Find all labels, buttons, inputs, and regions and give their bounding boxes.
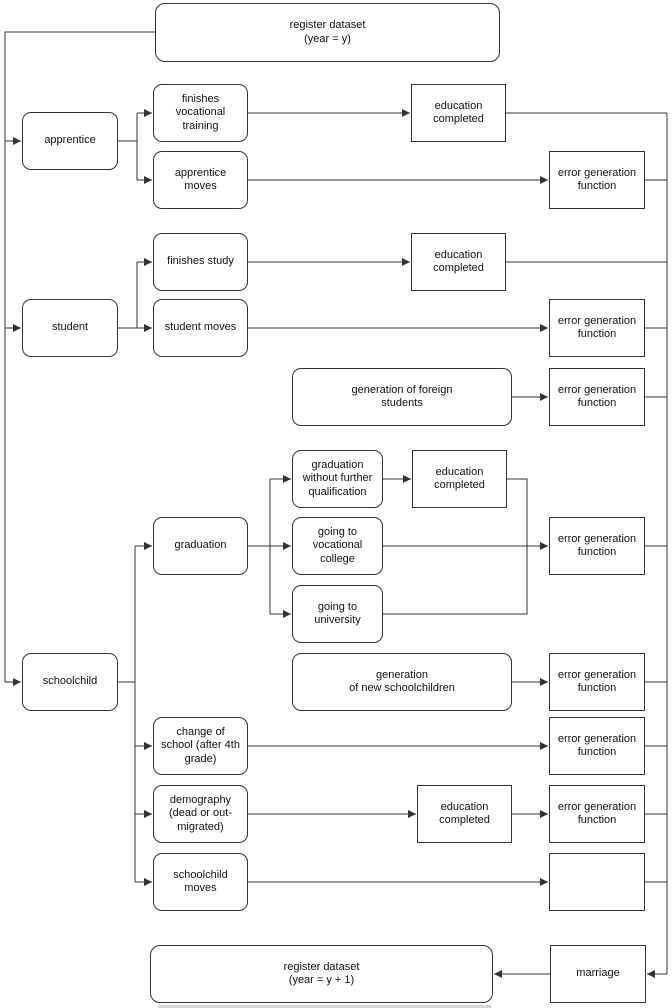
- node-error-generation-function-2: error generation function: [549, 299, 645, 357]
- node-error-generation-function-2-label: error generation function: [557, 314, 637, 341]
- node-finishes-study: finishes study: [153, 233, 248, 291]
- node-register-dataset-year-y-label: register dataset (year = y): [289, 19, 366, 45]
- node-error-generation-function-3: error generation function: [549, 368, 645, 426]
- node-education-completed-3: education completed: [412, 450, 507, 508]
- node-student-moves: student moves: [153, 299, 248, 357]
- node-error-generation-function-6: error generation function: [549, 717, 645, 775]
- node-error-generation-function-7: error generation function: [549, 785, 645, 843]
- node-change-of-school-label: change of school (after 4th grade): [161, 725, 240, 765]
- node-education-completed-1: education completed: [411, 84, 506, 142]
- node-education-completed-4: education completed: [417, 785, 512, 843]
- node-change-of-school: change of school (after 4th grade): [153, 717, 248, 775]
- node-education-completed-2: education completed: [411, 233, 506, 291]
- node-error-generation-function-7-label: error generation function: [557, 800, 637, 827]
- node-marriage: marriage: [550, 945, 646, 1003]
- node-apprentice: apprentice: [22, 112, 118, 170]
- node-error-generation-function-3-label: error generation function: [557, 383, 637, 410]
- node-schoolchild-label: schoolchild: [42, 675, 98, 688]
- node-going-to-university: going to university: [292, 585, 383, 643]
- node-finishes-vocational-training: finishes vocational training: [153, 84, 248, 142]
- node-student-label: student: [51, 321, 89, 334]
- node-finishes-study-label: finishes study: [167, 255, 234, 268]
- node-error-generation-function-1-label: error generation function: [557, 166, 637, 193]
- node-going-to-vocational-college-label: going to vocational college: [312, 525, 363, 565]
- node-graduation: graduation: [153, 517, 248, 575]
- node-graduation-label: graduation: [174, 539, 227, 552]
- node-demography: demography (dead or out- migrated): [153, 785, 248, 843]
- node-apprentice-moves: apprentice moves: [153, 151, 248, 209]
- node-register-dataset-year-y-plus-1: register dataset (year = y + 1): [150, 945, 493, 1003]
- node-graduation-without-further-qualification-label: graduation without further qualification: [302, 458, 373, 498]
- node-graduation-without-further-qualification: graduation without further qualification: [292, 450, 383, 508]
- node-error-generation-function-6-label: error generation function: [557, 732, 637, 759]
- node-error-generation-function-8: [549, 853, 645, 911]
- plain-wires: [4, 31, 668, 974]
- node-generation-of-new-schoolchildren-label: generation of new schoolchildren: [349, 668, 455, 695]
- node-finishes-vocational-training-label: finishes vocational training: [175, 92, 226, 132]
- node-education-completed-2-label: education completed: [433, 248, 484, 275]
- node-register-dataset-year-y-plus-1-label: register dataset (year = y + 1): [283, 960, 360, 987]
- node-marriage-label: marriage: [576, 967, 620, 980]
- node-going-to-university-label: going to university: [314, 600, 361, 627]
- node-generation-of-new-schoolchildren: generation of new schoolchildren: [292, 653, 512, 711]
- node-schoolchild: schoolchild: [22, 653, 118, 711]
- node-error-generation-function-1: error generation function: [549, 151, 645, 209]
- node-error-generation-function-5: error generation function: [549, 653, 645, 711]
- node-register-dataset-year-y: register dataset (year = y): [155, 3, 500, 62]
- node-apprentice-moves-label: apprentice moves: [174, 166, 227, 193]
- page-bottom-edge: [158, 1005, 492, 1008]
- node-apprentice-label: apprentice: [44, 134, 96, 147]
- node-error-generation-function-4-label: error generation function: [557, 532, 637, 559]
- node-student-moves-label: student moves: [164, 321, 237, 334]
- node-schoolchild-moves: schoolchild moves: [153, 853, 248, 911]
- node-generation-of-foreign-students: generation of foreign students: [292, 368, 512, 426]
- node-schoolchild-moves-label: schoolchild moves: [173, 868, 228, 895]
- node-going-to-vocational-college: going to vocational college: [292, 517, 383, 575]
- node-generation-of-foreign-students-label: generation of foreign students: [351, 383, 453, 410]
- node-student: student: [22, 299, 118, 357]
- arrow-wires: [5, 109, 667, 978]
- node-education-completed-4-label: education completed: [439, 800, 490, 827]
- node-error-generation-function-5-label: error generation function: [557, 668, 637, 695]
- node-demography-label: demography (dead or out- migrated): [169, 793, 232, 833]
- node-error-generation-function-4: error generation function: [549, 517, 645, 575]
- node-education-completed-1-label: education completed: [433, 99, 484, 126]
- node-education-completed-3-label: education completed: [434, 465, 485, 492]
